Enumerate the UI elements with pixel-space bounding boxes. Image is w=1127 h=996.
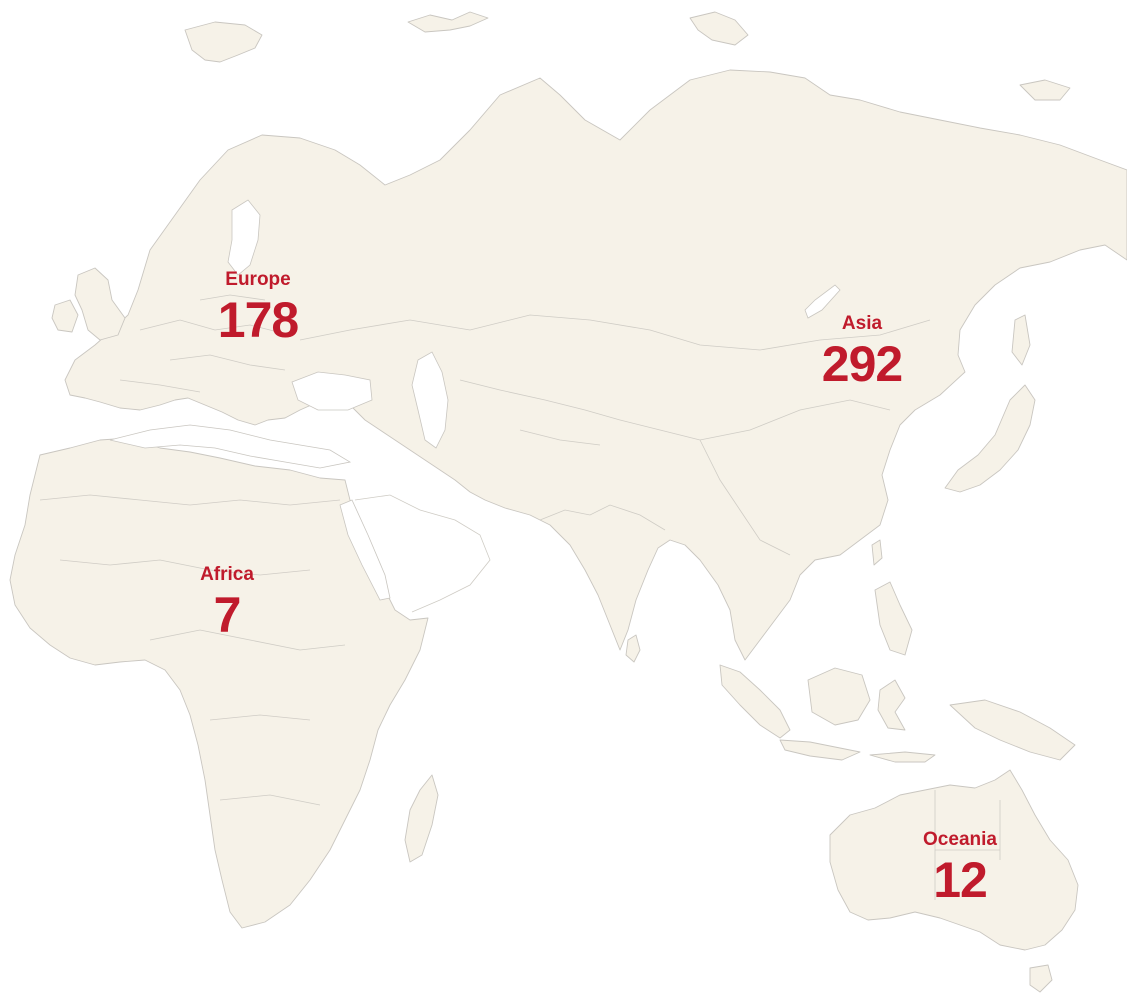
region-label-africa: Africa 7: [200, 565, 254, 640]
border-europe: [119, 294, 291, 393]
land-africa: [9, 437, 429, 929]
region-name-africa: Africa: [200, 564, 254, 585]
border-central-asia: [459, 379, 621, 446]
land-taiwan: [871, 539, 883, 566]
land-new-guinea: [949, 699, 1076, 761]
land-borneo: [807, 667, 871, 726]
land-madagascar: [404, 774, 439, 863]
land-arctic-islands-northeast: [689, 11, 749, 46]
land-hokkaido: [1011, 314, 1031, 366]
land-ireland: [51, 299, 79, 333]
region-count-africa: 7: [213, 587, 242, 643]
land-arctic-islands-west: [184, 21, 263, 63]
water-lake-baikal: [804, 284, 841, 319]
land-arctic-islands-north: [407, 11, 489, 33]
land-tasmania: [1029, 964, 1053, 993]
region-count-oceania: 12: [933, 852, 988, 908]
water-black-sea: [291, 371, 373, 411]
border-india: [539, 504, 666, 531]
land-japan: [944, 384, 1036, 493]
water-baltic: [227, 199, 261, 276]
land-great-britain: [74, 267, 126, 341]
region-name-oceania: Oceania: [923, 829, 997, 850]
land-arctic-islands-east: [1019, 79, 1071, 101]
land-sumatra: [719, 664, 791, 739]
region-name-europe: Europe: [225, 269, 291, 290]
region-count-asia: 292: [821, 336, 903, 392]
land-lesser-sunda: [869, 751, 936, 763]
border-africa: [39, 494, 346, 806]
land-philippines: [874, 581, 913, 656]
region-count-europe: 178: [217, 292, 299, 348]
water-caspian-sea: [411, 351, 449, 449]
region-label-oceania: Oceania 12: [923, 830, 997, 905]
water-mediterranean: [109, 424, 352, 469]
region-label-asia: Asia 292: [821, 313, 903, 392]
region-label-europe: Europe 178: [217, 269, 299, 348]
border-arabia: [354, 494, 491, 613]
border-china: [619, 399, 891, 556]
region-name-asia: Asia: [841, 313, 883, 334]
land-australia: [829, 769, 1079, 951]
land-sri-lanka: [625, 634, 641, 663]
border-australia: [934, 790, 1001, 900]
land-sulawesi: [877, 679, 906, 731]
land-java: [779, 739, 861, 761]
water-red-sea: [339, 499, 391, 601]
border-russia-south: [299, 314, 931, 351]
land-eurasia: [64, 69, 1127, 661]
